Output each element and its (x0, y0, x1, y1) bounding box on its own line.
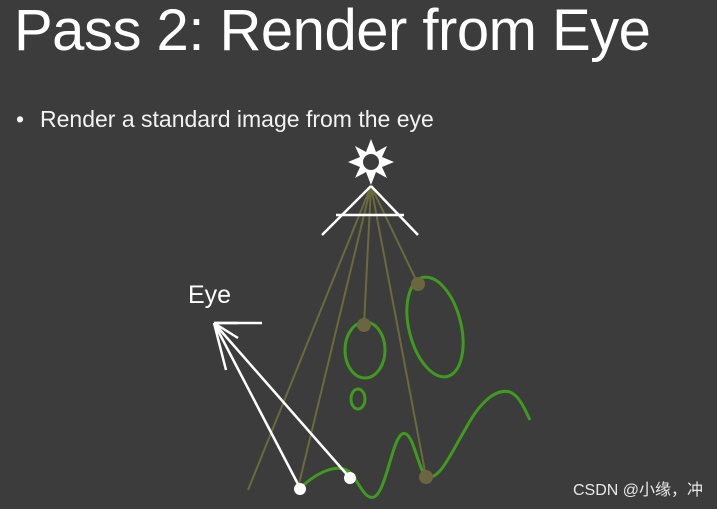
bullet-item: • Render a standard image from the eye (16, 104, 434, 134)
eye-visible-points (294, 472, 356, 495)
bullet-text: Render a standard image from the eye (40, 106, 434, 132)
scene-geometry (298, 275, 532, 499)
eye-ray (212, 322, 302, 489)
eye-label: Eye (188, 281, 232, 309)
visible-point (294, 483, 306, 495)
depth-point (411, 277, 425, 291)
light-ray (363, 185, 372, 326)
depth-point (357, 318, 371, 332)
upper-ellipse-object (405, 275, 465, 379)
light-frustum-left (321, 185, 372, 236)
sun-icon (348, 139, 394, 185)
slide-title: Pass 2: Render from Eye (14, 0, 651, 63)
light-depth-points (357, 277, 433, 484)
light-ray (297, 185, 372, 489)
eye-camera (212, 321, 351, 489)
ground-curve (298, 389, 532, 499)
eye-ray (213, 322, 351, 479)
light-frustum-right (370, 185, 419, 236)
depth-point (419, 470, 433, 484)
small-ellipse-object (349, 387, 367, 411)
light-rays (247, 185, 427, 491)
light-frustum (321, 185, 419, 236)
watermark: CSDN @小缘，冲 (572, 482, 703, 499)
light-ray (247, 185, 372, 491)
visible-point (344, 472, 356, 484)
light-ray (370, 185, 419, 285)
bullet-marker: • (16, 106, 25, 132)
eye-ray-arrow (213, 321, 239, 340)
light-ray (370, 185, 427, 478)
eye-frustum-left (212, 322, 228, 371)
